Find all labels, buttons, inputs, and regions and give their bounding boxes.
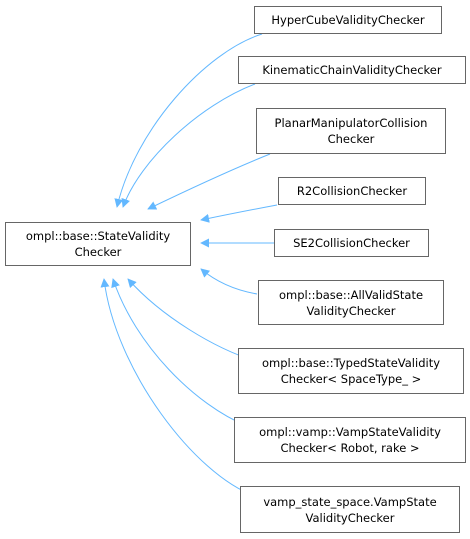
derived-class-node[interactable]: ompl::base::TypedStateValidity Checker< … bbox=[238, 348, 464, 394]
base-class-line-2: Checker bbox=[74, 245, 122, 259]
class-label-line-2: Checker< Robot, rake > bbox=[280, 441, 420, 455]
edge-planar-manipulator bbox=[147, 153, 271, 210]
derived-class-node[interactable]: ompl::vamp::VampStateValidity Checker< R… bbox=[234, 417, 466, 463]
derived-class-node[interactable]: KinematicChainValidityChecker bbox=[238, 56, 466, 84]
edge-vamp-state-space bbox=[100, 278, 256, 497]
class-label-line-2: Checker< SpaceType_ > bbox=[280, 372, 422, 386]
class-label: HyperCubeValidityChecker bbox=[271, 13, 425, 27]
derived-class-node[interactable]: R2CollisionChecker bbox=[278, 177, 426, 205]
base-class-line-1: ompl::base::StateValidity bbox=[25, 229, 171, 243]
class-label-line-1: ompl::base::AllValidState bbox=[278, 287, 424, 302]
class-label: SE2CollisionChecker bbox=[293, 236, 410, 250]
derived-class-node[interactable]: SE2CollisionChecker bbox=[274, 229, 429, 257]
class-label-line-2: ValidityChecker bbox=[305, 510, 395, 525]
edge-hypercube bbox=[114, 33, 263, 208]
derived-class-node[interactable]: HyperCubeValidityChecker bbox=[254, 6, 442, 34]
class-label-line-2: ValidityChecker bbox=[306, 303, 396, 318]
class-label-line-1: ompl::vamp::VampStateValidity bbox=[259, 425, 441, 439]
class-label-line-1: PlanarManipulatorCollision bbox=[274, 116, 428, 130]
derived-class-node[interactable]: PlanarManipulatorCollision Checker bbox=[256, 108, 446, 154]
derived-class-node[interactable]: vamp_state_space.VampState ValidityCheck… bbox=[240, 486, 460, 533]
edge-kinematic-chain bbox=[121, 83, 256, 208]
class-label-line-2: Checker bbox=[327, 132, 375, 146]
edge-vamp-state-validity bbox=[111, 278, 248, 427]
base-class-node[interactable]: ompl::base::StateValidity Checker bbox=[5, 222, 191, 266]
class-label-line-1: ompl::base::TypedStateValidity bbox=[261, 356, 441, 370]
edge-all-valid-state bbox=[200, 268, 258, 295]
edge-r2-collision bbox=[200, 204, 278, 223]
class-label: KinematicChainValidityChecker bbox=[262, 63, 442, 77]
class-label-line-1: vamp_state_space.VampState bbox=[263, 494, 437, 509]
class-label: R2CollisionChecker bbox=[296, 184, 408, 198]
derived-class-node[interactable]: ompl::base::AllValidState ValidityChecke… bbox=[258, 280, 444, 325]
